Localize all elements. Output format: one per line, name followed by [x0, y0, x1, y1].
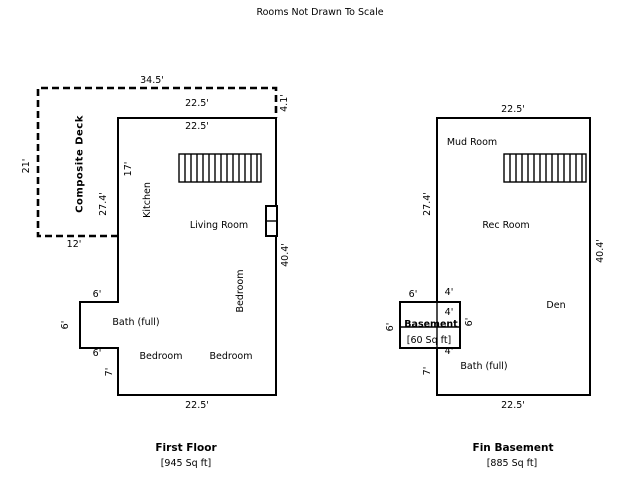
first-floor-plan	[36, 86, 278, 396]
dim-stair-bottom: 4'	[444, 345, 454, 357]
basement-stairwell-box	[399, 301, 461, 349]
dim-wall-upper-left: 17'	[122, 161, 134, 177]
door-icon	[265, 205, 278, 237]
room-mud-room: Mud Room	[446, 136, 498, 148]
room-basement-bath: Bath (full)	[460, 360, 508, 372]
dim-basement-bottom: 22.5'	[501, 399, 525, 411]
room-living-room: Living Room	[189, 219, 249, 231]
basement-area: [885 Sq ft]	[486, 457, 538, 469]
dim-first-floor-bottom: 22.5'	[185, 399, 209, 411]
dim-basement-wall-lower-left: 7'	[421, 366, 433, 376]
dim-basement-top: 22.5'	[501, 103, 525, 115]
first-floor-area: [945 Sq ft]	[160, 457, 212, 469]
basement-title: Fin Basement	[472, 442, 554, 455]
dim-deck-bottom: 12'	[66, 238, 82, 250]
dim-first-floor-right: 40.4'	[279, 243, 291, 267]
dim-bath-top: 6'	[92, 288, 102, 300]
room-bedroom-east: Bedroom	[234, 269, 246, 313]
dim-basement-left: 27.4'	[421, 192, 433, 216]
dim-deck-right: 4.1'	[278, 94, 290, 112]
dim-stair-top-right: 4'	[444, 286, 454, 298]
dim-stair-left: 6'	[384, 322, 396, 332]
basement-outline	[436, 117, 591, 396]
dim-stair-inner: 4'	[444, 306, 454, 318]
page-title: Rooms Not Drawn To Scale	[256, 6, 384, 18]
basement-plan	[399, 117, 591, 396]
dim-first-floor-top: 22.5'	[185, 120, 209, 132]
room-bath-full: Bath (full)	[112, 316, 160, 328]
first-floor-title: First Floor	[155, 442, 217, 455]
room-rec-room: Rec Room	[482, 219, 530, 231]
stairwell-label: Basement	[404, 318, 458, 330]
deck-label: Composite Deck	[74, 115, 86, 213]
dim-stair-right: 6'	[463, 317, 475, 327]
dim-first-floor-left: 27.4'	[97, 192, 109, 216]
room-kitchen: Kitchen	[141, 182, 153, 218]
dim-basement-right: 40.4'	[594, 239, 606, 263]
stairwell-area: [60 Sq ft]	[406, 334, 452, 346]
dim-deck-top: 34.5'	[140, 74, 164, 86]
dim-stair-top-left: 6'	[408, 288, 418, 300]
dim-wall-lower-left: 7'	[103, 367, 115, 377]
dim-bath-left: 6'	[59, 320, 71, 330]
dim-bath-bottom: 6'	[92, 347, 102, 359]
room-bedroom-southwest: Bedroom	[139, 350, 183, 362]
dim-deck-left: 21'	[20, 158, 32, 174]
stairs-icon	[178, 153, 262, 183]
room-den: Den	[546, 299, 566, 311]
room-bedroom-south: Bedroom	[209, 350, 253, 362]
dim-deck-inner-top: 22.5'	[185, 97, 209, 109]
stairs-icon	[503, 153, 587, 183]
deck-outline	[36, 86, 278, 238]
